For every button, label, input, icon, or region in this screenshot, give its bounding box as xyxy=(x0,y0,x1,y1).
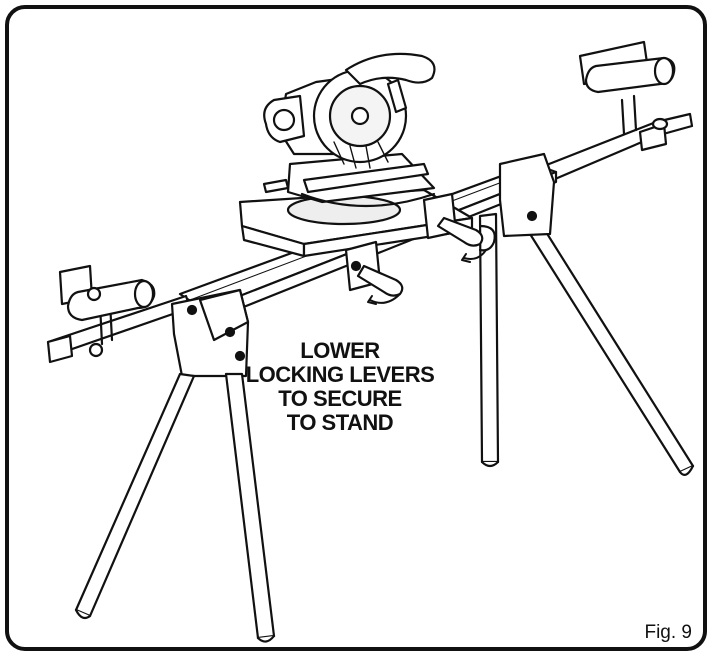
left-extension-arm xyxy=(46,294,192,364)
callout-line-4: TO STAND xyxy=(287,410,393,435)
callout-text: LOWER LOCKING LEVERS TO SECURE TO STAND xyxy=(246,338,435,435)
figure-frame: LOWER LOCKING LEVERS TO SECURE TO STAND … xyxy=(4,4,708,652)
far-left-leg xyxy=(478,212,500,468)
callout-line-2: LOCKING LEVERS xyxy=(246,362,435,387)
left-stand-bracket xyxy=(170,288,250,378)
right-stand-bracket xyxy=(498,152,556,238)
left-roller-support xyxy=(58,264,156,358)
callout-line-3: TO SECURE xyxy=(278,386,401,411)
left-mounting-bracket xyxy=(344,240,404,297)
lever-arrow-right xyxy=(461,249,487,263)
figure-label: Fig. 9 xyxy=(644,622,692,643)
right-mounting-bracket xyxy=(422,192,496,252)
near-left-leg-front xyxy=(74,372,196,620)
lever-arrow-left xyxy=(367,293,401,305)
near-left-leg-back xyxy=(224,372,276,643)
miter-saw xyxy=(262,52,436,208)
right-roller-support xyxy=(578,40,676,131)
callout-line-1: LOWER xyxy=(300,338,380,363)
assembly-diagram: LOWER LOCKING LEVERS TO SECURE TO STAND … xyxy=(5,5,707,651)
